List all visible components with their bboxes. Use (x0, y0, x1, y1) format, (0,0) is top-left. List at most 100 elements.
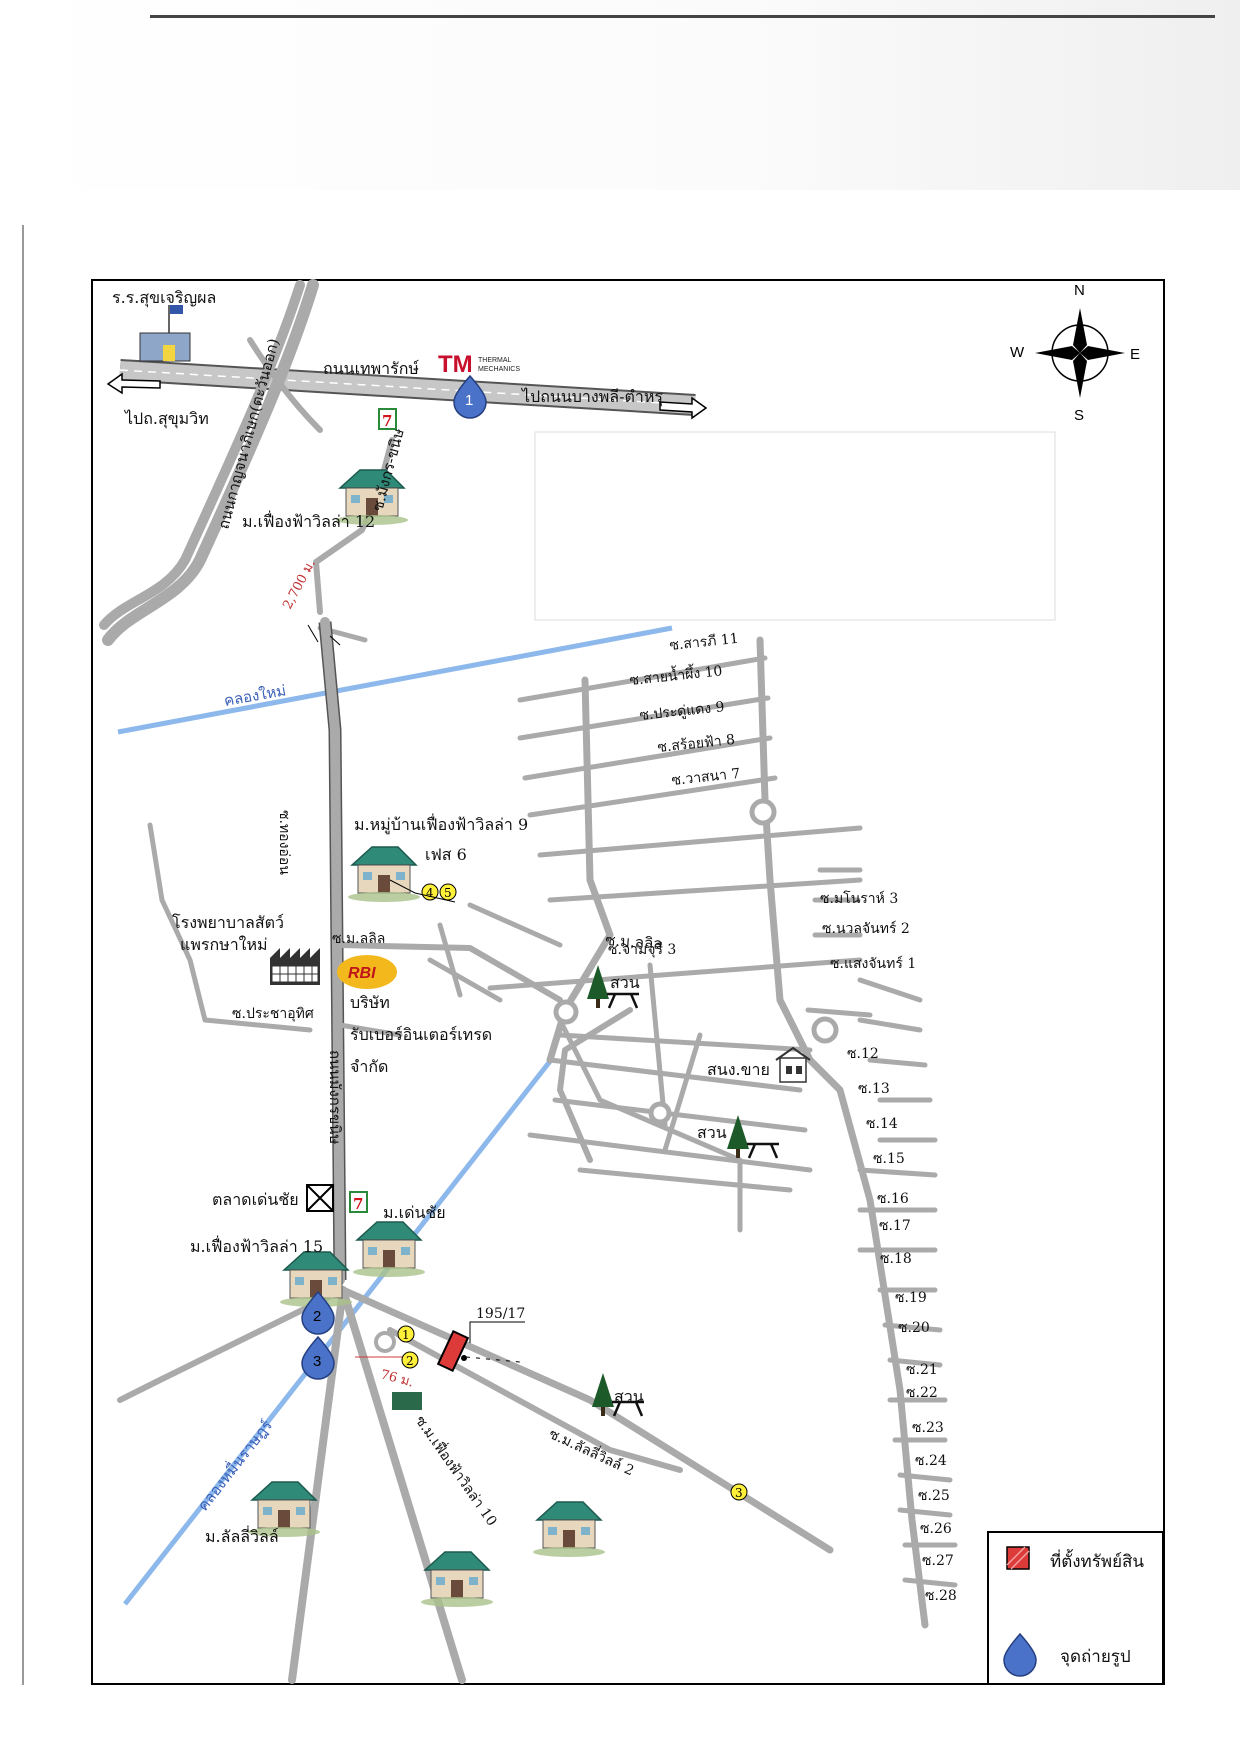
soi-10-label: ซ.สายน้ำผึ้ง 10 (628, 660, 723, 689)
animal-hospital-label-1: โรงพยาบาลสัตว์ (172, 913, 284, 932)
blank-area (534, 431, 1056, 621)
property-marker (436, 1321, 525, 1373)
soi-number-label: ซ.28 (925, 1588, 957, 1604)
plot-number-label: 195/17 (476, 1306, 525, 1322)
soi-number-label: ซ.27 (922, 1553, 954, 1569)
animal-hospital-label-2: แพรกษาใหม่ (180, 935, 268, 954)
store-logo (392, 1392, 422, 1410)
yellow-marker-4: 4 (421, 883, 439, 901)
soi-malila-label-1: ซ.ม.ลลิล (332, 931, 385, 947)
svg-text:1: 1 (402, 1328, 410, 1342)
soi-jamjuri-label: ซ.จามจุรี 3 (608, 942, 676, 958)
soi-malila-label-2: ซ.ม.ลลิล (605, 931, 663, 953)
soi-7-label: ซ.วาสนา 7 (671, 766, 741, 789)
soi-1-label: ซ.แสงจันทร์ 1 (830, 955, 916, 972)
soi-number-label: ซ.20 (898, 1320, 930, 1336)
svg-text:7: 7 (382, 412, 392, 430)
soi-number-label: ซ.16 (877, 1191, 909, 1207)
soi-number-label: ซ.22 (906, 1385, 938, 1401)
compass-rose: N S E W (1010, 282, 1140, 424)
tm-logo: TM THERMAL MECHANICS (438, 351, 520, 378)
svg-text:RBI: RBI (348, 965, 376, 982)
market-icon (306, 1184, 334, 1212)
village-house-icon (352, 1221, 426, 1278)
hospital-building-icon (270, 948, 320, 985)
village-house-icon (347, 846, 421, 903)
legend: ที่ตั้งทรัพย์สิน จุดถ่ายรูป (987, 1531, 1164, 1685)
dist-2700-label: 2,700 ม. (280, 557, 319, 612)
svg-text:7: 7 (353, 1195, 363, 1213)
sales-office-label: สนง.ขาย (707, 1060, 770, 1079)
svg-text:5: 5 (444, 886, 452, 900)
village-house-icon (420, 1551, 494, 1608)
village-villa12-label: ม.เฟื่องฟ้าวิลล่า 12 (242, 510, 375, 531)
school-icon (139, 305, 191, 362)
compass-e: E (1130, 346, 1140, 363)
compass-w: W (1010, 344, 1025, 361)
road-thepharak-label: ถนนเทพารักษ์ (323, 359, 419, 378)
scan-top-line (150, 15, 1215, 18)
soi-number-label: ซ.13 (858, 1081, 890, 1097)
soi-number-label: ซ.12 (847, 1046, 879, 1062)
yellow-marker-2: 2 (401, 1351, 419, 1369)
yellow-marker-5: 5 (439, 883, 457, 901)
dist-76-label: 76 ม. (379, 1367, 415, 1390)
scan-left-edge (22, 225, 24, 1685)
photo-point-2-label: 2 (313, 1308, 321, 1325)
soi-number-label: ซ.17 (879, 1218, 911, 1234)
village-lallyville-label: ม.ลัลลี่วิลล์ (205, 1525, 279, 1546)
soi-number-label: ซ.26 (920, 1521, 952, 1537)
arrow-west (106, 372, 161, 395)
bridge-mark (307, 624, 341, 646)
legend-property-label: ที่ตั้งทรัพย์สิน (1050, 1549, 1144, 1572)
company-label-1: บริษัท (350, 993, 390, 1012)
village-denchai-label: ม.เด่นชัย (383, 1203, 446, 1222)
svg-text:3: 3 (735, 1486, 743, 1500)
seven-eleven-icon: 7 (349, 1191, 368, 1213)
to-bangphli-label: ไปถนนบางพลี-ตำหรุ (520, 387, 663, 407)
soi-number-label: ซ.25 (918, 1488, 950, 1504)
soi-grid (427, 636, 958, 1629)
soi-3-label: ซ.มโนราห์ 3 (820, 890, 898, 907)
seven-eleven-icon: 7 (378, 408, 397, 430)
tm-name-2: MECHANICS (478, 366, 520, 373)
soi-number-label: ซ.24 (915, 1453, 947, 1469)
compass-s: S (1074, 407, 1084, 424)
yellow-marker-3: 3 (730, 1483, 748, 1501)
tm-logo-text: TM (438, 351, 473, 378)
compass-n: N (1074, 282, 1085, 299)
soi-number-label: ซ.23 (912, 1420, 944, 1436)
company-label-3: จำกัด (350, 1057, 388, 1076)
road-mangkon-label: ถนนมังกรขนิษ (326, 1050, 344, 1144)
soi-number-label: ซ.21 (906, 1362, 938, 1378)
legend-photo-point-label: จุดถ่ายรูป (1060, 1647, 1131, 1667)
soi-2-label: ซ.นวลจันทร์ 2 (822, 920, 910, 937)
phase6-label: เฟส 6 (425, 845, 467, 864)
tm-name-1: THERMAL (478, 357, 512, 364)
park-label-1: สวน (610, 973, 640, 992)
soi-prachauthit-label: ซ.ประชาอุทิศ (232, 1006, 314, 1022)
soi-number-label: ซ.15 (873, 1151, 905, 1167)
svg-text:2: 2 (406, 1354, 414, 1368)
soi-number-label: ซ.14 (866, 1116, 898, 1132)
to-sukhumvit-label: ไปถ.สุขุมวิท (123, 409, 209, 429)
legend-property-swatch (1006, 1546, 1030, 1570)
roundabouts (374, 798, 839, 1353)
school-label: ร.ร.สุขเจริญผล (112, 288, 216, 308)
scan-shading (0, 0, 1240, 190)
market-denchai-label: ตลาดเด่นชัย (212, 1190, 299, 1209)
svg-text:4: 4 (426, 886, 434, 900)
arrow-east (659, 396, 708, 420)
rbi-logo: RBI (337, 955, 397, 989)
photo-point-1-label: 1 (465, 392, 473, 409)
soi-9-label: ซ.ประดู่แดง 9 (639, 699, 725, 724)
map-frame (91, 279, 1165, 1685)
park-label-3: สวน (614, 1387, 644, 1406)
soi-villa10-label: ซ.ม.เฟื่องฟ้าวิลล่า 10 (412, 1412, 502, 1529)
soi-number-label: ซ.19 (895, 1290, 927, 1306)
sales-office-icon (775, 1046, 811, 1083)
canal-mai-line (117, 625, 673, 735)
marker-45-underline (389, 879, 456, 903)
soi-11-label: ซ.สารภี 11 (669, 631, 740, 654)
